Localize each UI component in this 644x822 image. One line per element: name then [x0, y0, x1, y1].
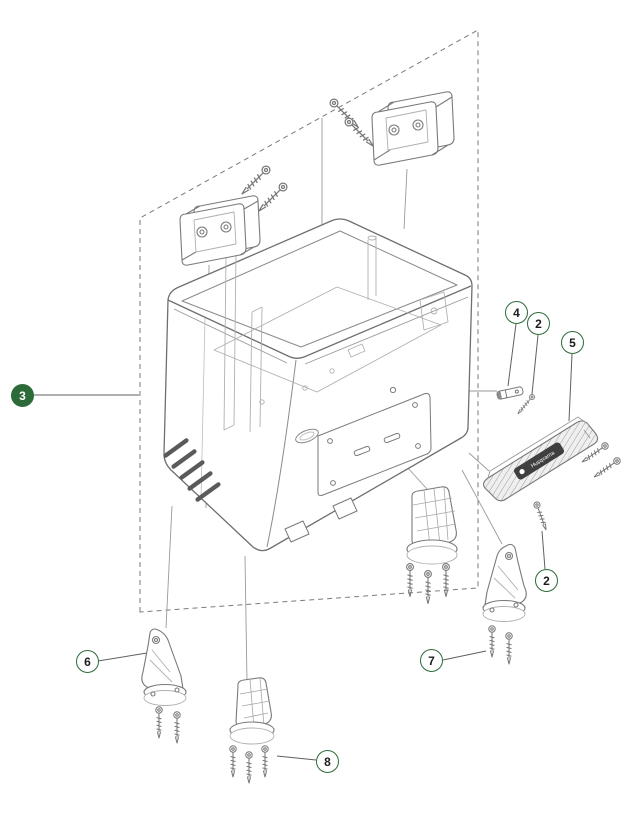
- bracket-right: [327, 91, 455, 166]
- callout-2-lower[interactable]: 2: [535, 569, 558, 592]
- front-plate: [317, 392, 432, 497]
- interior-detail: [213, 235, 449, 433]
- callout-8-label: 8: [324, 754, 331, 769]
- foot-7-screws: [488, 625, 513, 665]
- callout-3[interactable]: 3: [11, 384, 34, 407]
- handle-indent: [295, 428, 319, 444]
- callout-2-upper[interactable]: 2: [527, 312, 550, 335]
- callout-5-label: 5: [569, 335, 576, 350]
- callout-7[interactable]: 7: [420, 649, 443, 672]
- callout-3-label: 3: [19, 388, 26, 403]
- bracket-left: [179, 163, 290, 266]
- bracket-right-screws: [327, 96, 377, 150]
- callout-8[interactable]: 8: [316, 750, 339, 773]
- boundary-dashed-box: [139, 29, 479, 613]
- foot-8-screws: [229, 745, 269, 784]
- body-feet: [284, 497, 358, 543]
- screw-part-2-lower: [532, 500, 550, 532]
- callout-2-lower-label: 2: [543, 573, 550, 588]
- brand-crown-icon: [519, 468, 525, 475]
- callout-5[interactable]: 5: [561, 331, 584, 354]
- side-cover-part-5: Husqvarna: [483, 416, 623, 502]
- callout-6-label: 6: [84, 654, 91, 669]
- callout-4[interactable]: 4: [505, 301, 528, 324]
- callout-2-upper-label: 2: [535, 316, 542, 331]
- main-body: [163, 218, 473, 552]
- foot-part-7: [482, 543, 527, 665]
- callout-leader-lines: [33, 323, 573, 761]
- clip-part-4: [496, 386, 524, 400]
- callout-4-label: 4: [513, 305, 520, 320]
- foot-6-screws: [155, 706, 181, 744]
- callout-7-label: 7: [428, 653, 435, 668]
- screw-part-2-upper: [515, 392, 537, 417]
- callout-6[interactable]: 6: [76, 650, 99, 673]
- vent-grille: [163, 438, 221, 502]
- pedal-screws: [406, 563, 450, 605]
- pedal-part: [406, 486, 458, 605]
- foot-part-6: [141, 628, 187, 744]
- foot-part-8: [229, 677, 275, 784]
